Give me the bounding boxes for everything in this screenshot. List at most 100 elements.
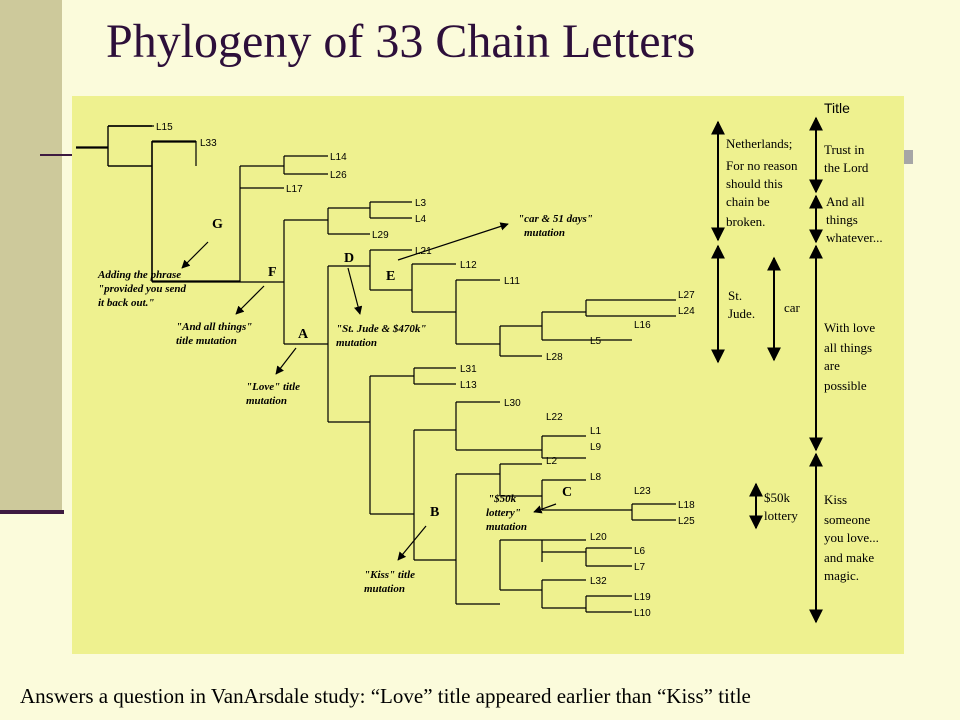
annotation-d-line1: "St. Jude & $470k" <box>336 323 426 335</box>
leaf-L26: L26 <box>330 170 347 181</box>
leaf-L15: L15 <box>156 122 173 133</box>
arrow-d <box>347 267 363 315</box>
diagram-background <box>72 96 904 654</box>
phylogeny-diagram: L15 L33 L14 L26 L17 L3 L4 L29 L21 L12 L1… <box>72 96 904 654</box>
arrow-a <box>275 347 297 375</box>
leaf-L11: L11 <box>504 276 520 287</box>
leaf-L31: L31 <box>460 364 477 375</box>
right-decor-stub <box>903 150 913 164</box>
leaf-L7: L7 <box>634 562 646 573</box>
leaf-L17: L17 <box>286 184 303 195</box>
leaf-L29: L29 <box>372 230 389 241</box>
side-with-love-4: possible <box>824 378 867 393</box>
leaf-L19: L19 <box>634 592 651 603</box>
leaf-L28: L28 <box>546 352 563 363</box>
arrow-f <box>235 285 265 315</box>
node-C: C <box>562 485 572 500</box>
side-and-all-1: And all <box>826 194 865 209</box>
leaf-L10: L10 <box>634 608 651 619</box>
side-trust-1: Trust in <box>824 142 865 157</box>
node-A: A <box>298 327 309 342</box>
title-range-bars <box>711 116 823 624</box>
annotation-a-line1: "Love" title <box>246 381 300 393</box>
side-with-love-2: all things <box>824 340 872 355</box>
node-F: F <box>268 265 277 280</box>
annotation-g-line2: "provided you send <box>98 283 186 295</box>
side-kiss-5: magic. <box>824 568 859 583</box>
side-trust-2: the Lord <box>824 160 869 175</box>
side-st-jude-1: St. <box>728 288 742 303</box>
leaf-L13: L13 <box>460 380 477 391</box>
leaf-L33: L33 <box>200 138 217 149</box>
leaf-L6: L6 <box>634 546 646 557</box>
left-decor-line-bottom <box>0 510 64 514</box>
arrow-e <box>397 222 509 261</box>
side-lottery-1: $50k <box>764 490 791 505</box>
side-st-jude-2: Jude. <box>728 306 755 321</box>
leaf-L1: L1 <box>590 426 602 437</box>
annotation-c-line2: lottery" <box>486 507 521 519</box>
annotation-e-line2: mutation <box>524 227 565 239</box>
side-and-all-2: things <box>826 212 858 227</box>
annotation-e-line1: "car & 51 days" <box>518 213 593 225</box>
annotation-d-line2: mutation <box>336 337 377 349</box>
slide-title: Phylogeny of 33 Chain Letters <box>106 15 696 68</box>
left-decor-line-top <box>40 154 74 156</box>
side-netherlands-4: chain be <box>726 194 770 209</box>
annotation-arrows <box>181 222 557 561</box>
side-with-love-1: With love <box>824 320 875 335</box>
side-and-all-3: whatever... <box>826 230 883 245</box>
leaf-L24: L24 <box>678 306 695 317</box>
side-netherlands-1: Netherlands; <box>726 136 792 151</box>
left-decor-bar <box>0 0 62 510</box>
leaf-L30: L30 <box>504 398 521 409</box>
leaf-L18: L18 <box>678 500 695 511</box>
leaf-L16: L16 <box>634 320 651 331</box>
annotation-f-line2: title mutation <box>176 335 237 347</box>
leaf-L25: L25 <box>678 516 695 527</box>
arrow-c <box>533 503 557 514</box>
annotation-c-line3: mutation <box>486 521 527 533</box>
arrow-b <box>397 525 427 561</box>
side-kiss-4: and make <box>824 550 874 565</box>
leaf-L8: L8 <box>590 472 602 483</box>
side-with-love-3: are <box>824 358 840 373</box>
leaf-L9: L9 <box>590 442 602 453</box>
annotation-b-line2: mutation <box>364 583 405 595</box>
node-B: B <box>430 505 439 520</box>
tree-lines <box>76 125 676 613</box>
annotation-g-line3: it back out." <box>98 297 155 309</box>
side-kiss-2: someone <box>824 512 870 527</box>
side-kiss-3: you love... <box>824 530 879 545</box>
side-lottery-2: lottery <box>764 508 798 523</box>
annotation-f-line1: "And all things" <box>176 321 252 333</box>
title-header: Title <box>824 100 850 116</box>
leaf-L2: L2 <box>546 456 558 467</box>
leaf-L23: L23 <box>634 486 651 497</box>
leaf-L12: L12 <box>460 260 477 271</box>
arrow-g <box>181 241 209 269</box>
node-labels: G F A D E B C <box>212 217 572 520</box>
side-car: car <box>784 300 801 315</box>
leaf-L14: L14 <box>330 152 347 163</box>
slide-footer: Answers a question in VanArsdale study: … <box>20 684 751 708</box>
leaf-L20: L20 <box>590 532 607 543</box>
title-side-texts: Title Netherlands; For no reason should … <box>726 100 883 583</box>
leaf-L32: L32 <box>590 576 607 587</box>
annotation-texts: Adding the phrase "provided you send it … <box>97 213 593 595</box>
node-G: G <box>212 217 223 232</box>
leaf-L4: L4 <box>415 214 427 225</box>
side-netherlands-5: broken. <box>726 214 765 229</box>
leaf-L27: L27 <box>678 290 695 301</box>
node-E: E <box>386 269 395 284</box>
annotation-a-line2: mutation <box>246 395 287 407</box>
leaf-L22: L22 <box>546 412 563 423</box>
leaf-L5: L5 <box>590 336 602 347</box>
side-kiss-1: Kiss <box>824 492 847 507</box>
node-D: D <box>344 251 354 266</box>
side-netherlands-2: For no reason <box>726 158 798 173</box>
side-netherlands-3: should this <box>726 176 783 191</box>
annotation-g-line1: Adding the phrase <box>97 269 181 281</box>
leaf-L3: L3 <box>415 198 427 209</box>
annotation-b-line1: "Kiss" title <box>364 569 415 581</box>
